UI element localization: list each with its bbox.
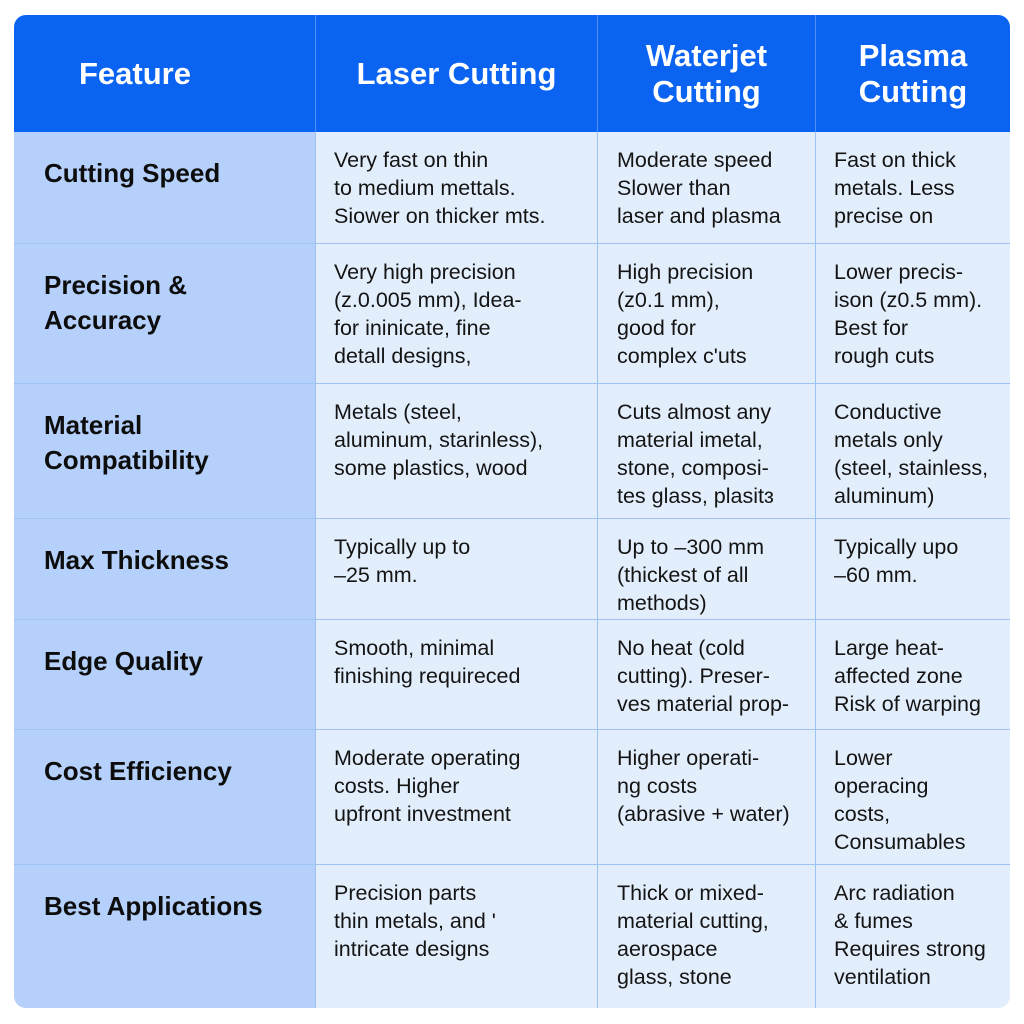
row-label-max-thickness: Max Thickness: [14, 519, 316, 620]
cell-laser: Smooth, minimal finishing requireced: [316, 620, 598, 730]
cell-plasma: Conductive metals only (steel, stainless…: [816, 384, 1010, 519]
cell-laser: Moderate operating costs. Higher upfront…: [316, 730, 598, 865]
header-waterjet-cutting: Waterjet Cutting: [598, 15, 816, 132]
cell-waterjet: No heat (cold cutting). Preser- ves mate…: [598, 620, 816, 730]
cell-laser: Typically up to –25 mm.: [316, 519, 598, 620]
cell-waterjet: Up to –300 mm (thickest of all methods): [598, 519, 816, 620]
cell-plasma: Typically upo –60 mm.: [816, 519, 1010, 620]
cell-plasma: Arc radiation & fumes Requires strong ve…: [816, 865, 1010, 1008]
row-label-best-applications: Best Applications: [14, 865, 316, 1008]
row-label-material-compatibility: Material Compatibility: [14, 384, 316, 519]
cell-waterjet: High precision (z0.1 mm), good for compl…: [598, 244, 816, 384]
header-laser-cutting: Laser Cutting: [316, 15, 598, 132]
cell-laser: Metals (steel, aluminum, starinless), so…: [316, 384, 598, 519]
cell-laser: Very high precision (z.0.005 mm), Idea- …: [316, 244, 598, 384]
cell-waterjet: Thick or mixed- material cutting, aerosp…: [598, 865, 816, 1008]
cell-laser: Very fast on thin to medium mettals. Sio…: [316, 132, 598, 244]
header-feature: Feature: [14, 15, 316, 132]
cell-plasma: Fast on thick metals. Less precise on: [816, 132, 1010, 244]
cell-waterjet: Higher operati- ng costs (abrasive + wat…: [598, 730, 816, 865]
comparison-table: Feature Laser Cutting Waterjet Cutting P…: [14, 15, 1010, 1008]
row-label-precision-accuracy: Precision & Accuracy: [14, 244, 316, 384]
row-label-cutting-speed: Cutting Speed: [14, 132, 316, 244]
row-label-cost-efficiency: Cost Efficiency: [14, 730, 316, 865]
cell-waterjet: Moderate speed Slower than laser and pla…: [598, 132, 816, 244]
row-label-edge-quality: Edge Quality: [14, 620, 316, 730]
cell-laser: Precision parts thin metals, and ' intri…: [316, 865, 598, 1008]
header-plasma-cutting: Plasma Cutting: [816, 15, 1010, 132]
cell-plasma: Lower operacing costs, Consumables: [816, 730, 1010, 865]
cell-plasma: Lower precis- ison (z0.5 mm). Best for r…: [816, 244, 1010, 384]
cell-plasma: Large heat- affected zone Risk of warpin…: [816, 620, 1010, 730]
cell-waterjet: Cuts almost any material imetal, stone, …: [598, 384, 816, 519]
